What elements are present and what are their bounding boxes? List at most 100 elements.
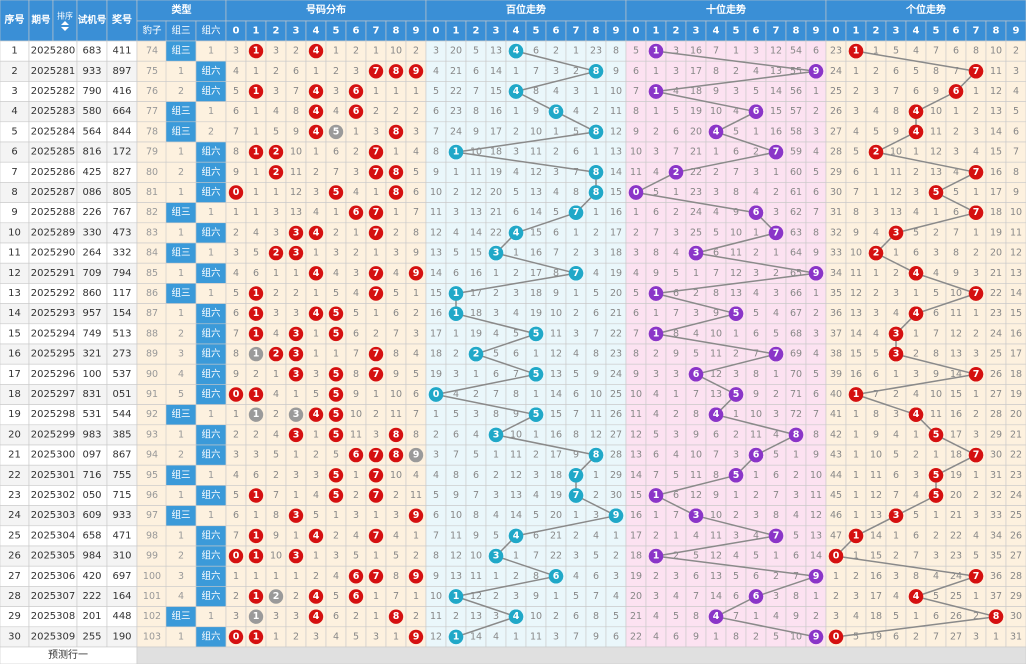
miss-ge-value: 2: [913, 631, 919, 642]
miss-ge-value: 7: [873, 389, 879, 400]
miss-shi-value: 21: [690, 147, 702, 158]
miss-dist-value: 3: [373, 429, 379, 440]
miss-dist-value: 5: [413, 167, 419, 178]
miss-bai-value: 1: [513, 551, 519, 562]
row-prize-value: 897: [112, 66, 131, 77]
miss-shi-value: 16: [770, 126, 782, 137]
miss-dist-value: 1: [313, 328, 319, 339]
miss-shi-value: 14: [770, 86, 782, 97]
miss-bai-value: 4: [573, 571, 579, 582]
header-group-label: 百位走势: [506, 3, 546, 16]
miss-ge-value: 6: [913, 86, 919, 97]
miss-shi-value: 5: [773, 450, 779, 461]
miss-dist-value: 2: [273, 288, 279, 299]
miss-ge-value: 9: [933, 86, 939, 97]
row-trial-value: 086: [82, 187, 101, 198]
miss-ge-value: 5: [913, 227, 919, 238]
type-badge: 组六: [201, 307, 221, 319]
miss-bai-value: 1: [493, 268, 499, 279]
row-trial-value: 580: [82, 106, 101, 117]
miss-ge-value: 13: [1010, 268, 1022, 279]
miss-ge-value: 11: [930, 409, 942, 420]
type-miss-value: 2: [178, 167, 184, 178]
miss-bai-value: 26: [610, 409, 622, 420]
miss-bai-value: 12: [590, 429, 602, 440]
miss-shi-value: 10: [630, 389, 642, 400]
miss-ge-value: 1: [913, 328, 919, 339]
miss-shi-value: 4: [733, 106, 739, 117]
miss-bai-value: 9: [613, 66, 619, 77]
miss-shi-value: 4: [793, 510, 799, 521]
miss-bai-value: 6: [473, 470, 479, 481]
ball-bai-value: 1: [453, 591, 460, 602]
miss-ge-value: 25: [830, 86, 842, 97]
ball-bai-value: 5: [533, 328, 540, 339]
miss-bai-value: 10: [450, 510, 462, 521]
miss-dist-value: 2: [273, 470, 279, 481]
ball-dist-value: 2: [273, 167, 280, 178]
miss-shi-value: 7: [653, 470, 659, 481]
miss-ge-value: 10: [990, 46, 1002, 57]
ball-dist-value: 2: [273, 591, 280, 602]
miss-shi-value: 3: [733, 86, 739, 97]
header-digit-label: 2: [873, 26, 880, 37]
miss-ge-value: 15: [1010, 308, 1022, 319]
ball-dist-value: 7: [373, 147, 380, 158]
miss-bai-value: 9: [593, 369, 599, 380]
ball-ge-value: 5: [933, 470, 940, 481]
ball-bai-value: 8: [593, 126, 600, 137]
miss-shi-value: 2: [633, 227, 639, 238]
miss-bai-value: 11: [470, 571, 482, 582]
ball-ge-value: 4: [913, 126, 920, 137]
sort-icon[interactable]: [61, 21, 69, 31]
miss-shi-value: 1: [673, 389, 679, 400]
miss-bai-value: 2: [513, 126, 519, 137]
miss-dist-value: 2: [393, 106, 399, 117]
miss-ge-value: 4: [873, 106, 879, 117]
miss-bai-value: 20: [450, 46, 462, 57]
ball-dist: [368, 266, 384, 281]
miss-dist-value: 1: [233, 409, 239, 420]
row-seq-value: 3: [11, 86, 17, 97]
miss-bai-value: 4: [613, 591, 619, 602]
header-type-col-label: 豹子: [142, 25, 162, 37]
miss-dist-value: 3: [313, 631, 319, 642]
miss-bai-value: 6: [533, 530, 539, 541]
row-issue-value: 2025281: [31, 66, 76, 77]
miss-shi-value: 23: [690, 187, 702, 198]
miss-dist-value: 5: [333, 591, 339, 602]
miss-ge-value: 4: [893, 308, 899, 319]
miss-bai-value: 1: [573, 288, 579, 299]
miss-bai-value: 2: [553, 46, 559, 57]
miss-dist-value: 4: [273, 106, 279, 117]
type-miss-value: 83: [146, 227, 158, 238]
ball-dist-value: 8: [393, 611, 400, 622]
miss-shi-value: 9: [733, 207, 739, 218]
miss-ge-value: 24: [1010, 490, 1022, 501]
miss-bai-value: 2: [493, 288, 499, 299]
miss-bai-value: 8: [573, 187, 579, 198]
type-miss-value: 80: [146, 167, 158, 178]
miss-dist-value: 1: [253, 510, 259, 521]
miss-shi-value: 9: [713, 86, 719, 97]
miss-bai-value: 5: [473, 46, 479, 57]
miss-bai-value: 7: [493, 389, 499, 400]
header-sort-label: 排序: [57, 11, 73, 21]
ball-dist-value: 7: [373, 268, 380, 279]
miss-shi-value: 8: [813, 429, 819, 440]
ball-dist-gray: [328, 124, 344, 140]
miss-ge-value: 16: [990, 167, 1002, 178]
miss-dist-value: 1: [253, 187, 259, 198]
miss-shi-value: 3: [773, 591, 779, 602]
miss-ge-value: 7: [893, 86, 899, 97]
miss-shi-value: 9: [693, 429, 699, 440]
miss-shi-value: 1: [653, 106, 659, 117]
miss-ge-value: 2: [973, 106, 979, 117]
miss-shi-value: 62: [790, 207, 802, 218]
miss-shi-value: 7: [633, 86, 639, 97]
row-issue-value: 2025299: [31, 429, 76, 440]
header-digit-label: 5: [333, 26, 340, 37]
header-digit-label: 2: [473, 26, 480, 37]
row-seq-value: 5: [11, 126, 17, 137]
miss-dist-value: 1: [413, 591, 419, 602]
